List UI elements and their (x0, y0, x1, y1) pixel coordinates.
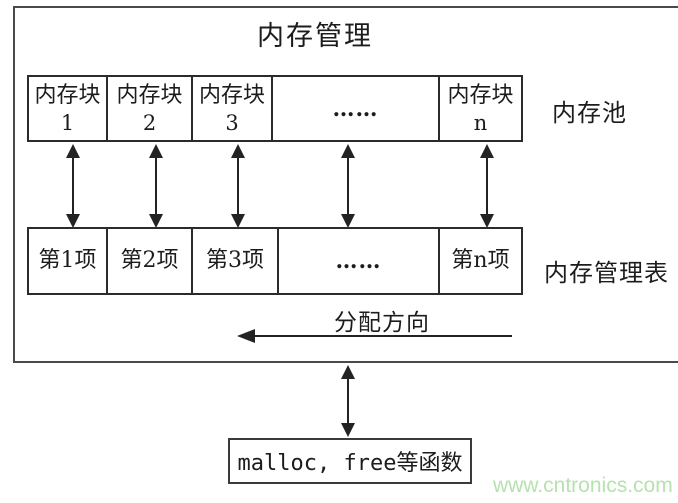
memory-block-n-index: n (473, 110, 488, 135)
arrow-down-icon (341, 214, 355, 228)
arrow-shaft (347, 156, 349, 216)
watermark-text: www.cntronics.com (493, 474, 673, 497)
double-arrow-3 (231, 144, 245, 228)
memory-pool-label: 内存池 (552, 99, 627, 127)
arrow-up-icon (66, 144, 80, 158)
double-arrow-4 (341, 144, 355, 228)
arrow-up-icon (231, 144, 245, 158)
memory-block-n-name: 内存块 (447, 82, 514, 108)
memory-block-2-name: 内存块 (116, 82, 183, 108)
arrow-shaft (237, 156, 239, 216)
memory-block-3-index: 3 (225, 110, 239, 135)
allocation-direction-label: 分配方向 (334, 310, 430, 336)
table-item-2-label: 第2项 (120, 248, 179, 273)
arrow-down-icon (480, 214, 494, 228)
diagram-frame (13, 6, 678, 363)
table-item-n: 第n项 (438, 227, 523, 295)
arrow-shaft (72, 156, 74, 216)
arrow-down-icon (341, 423, 355, 437)
table-item-1-label: 第1项 (38, 248, 97, 273)
arrow-shaft (347, 377, 349, 425)
arrow-shaft (486, 156, 488, 216)
arrow-up-icon (341, 365, 355, 379)
arrow-up-icon (149, 144, 163, 158)
diagram-title: 内存管理 (257, 21, 373, 52)
memory-block-ellipsis: …… (271, 75, 440, 142)
table-item-ellipsis-text: …… (335, 248, 382, 274)
table-item-1: 第1项 (27, 227, 108, 295)
arrow-down-icon (231, 214, 245, 228)
double-arrow-5 (480, 144, 494, 228)
memory-block-2: 内存块 2 (106, 75, 193, 142)
memory-block-3: 内存块 3 (191, 75, 273, 142)
table-item-ellipsis: …… (277, 227, 440, 295)
arrow-left-icon (237, 329, 255, 343)
double-arrow-2 (149, 144, 163, 228)
memory-block-n: 内存块 n (438, 75, 523, 142)
arrow-shaft (253, 335, 512, 337)
arrow-down-icon (149, 214, 163, 228)
management-table-label: 内存管理表 (544, 259, 669, 287)
allocation-direction-arrow (237, 329, 512, 343)
table-item-3-label: 第3项 (206, 248, 264, 273)
memory-block-1-name: 内存块 (34, 82, 101, 108)
arrow-up-icon (480, 144, 494, 158)
double-arrow-functions (341, 365, 355, 437)
memory-block-2-index: 2 (142, 110, 157, 135)
memory-block-1-index: 1 (60, 110, 75, 135)
functions-box: malloc, free等函数 (228, 438, 472, 484)
table-item-3: 第3项 (191, 227, 279, 295)
arrow-up-icon (341, 144, 355, 158)
arrow-down-icon (66, 214, 80, 228)
arrow-shaft (155, 156, 157, 216)
table-item-2: 第2项 (106, 227, 193, 295)
functions-box-label: malloc, free等函数 (237, 451, 463, 476)
memory-block-3-name: 内存块 (198, 82, 265, 108)
memory-block-ellipsis-text: …… (332, 95, 379, 122)
table-item-n-label: 第n项 (451, 248, 510, 273)
double-arrow-1 (66, 144, 80, 228)
memory-block-1: 内存块 1 (27, 75, 108, 142)
